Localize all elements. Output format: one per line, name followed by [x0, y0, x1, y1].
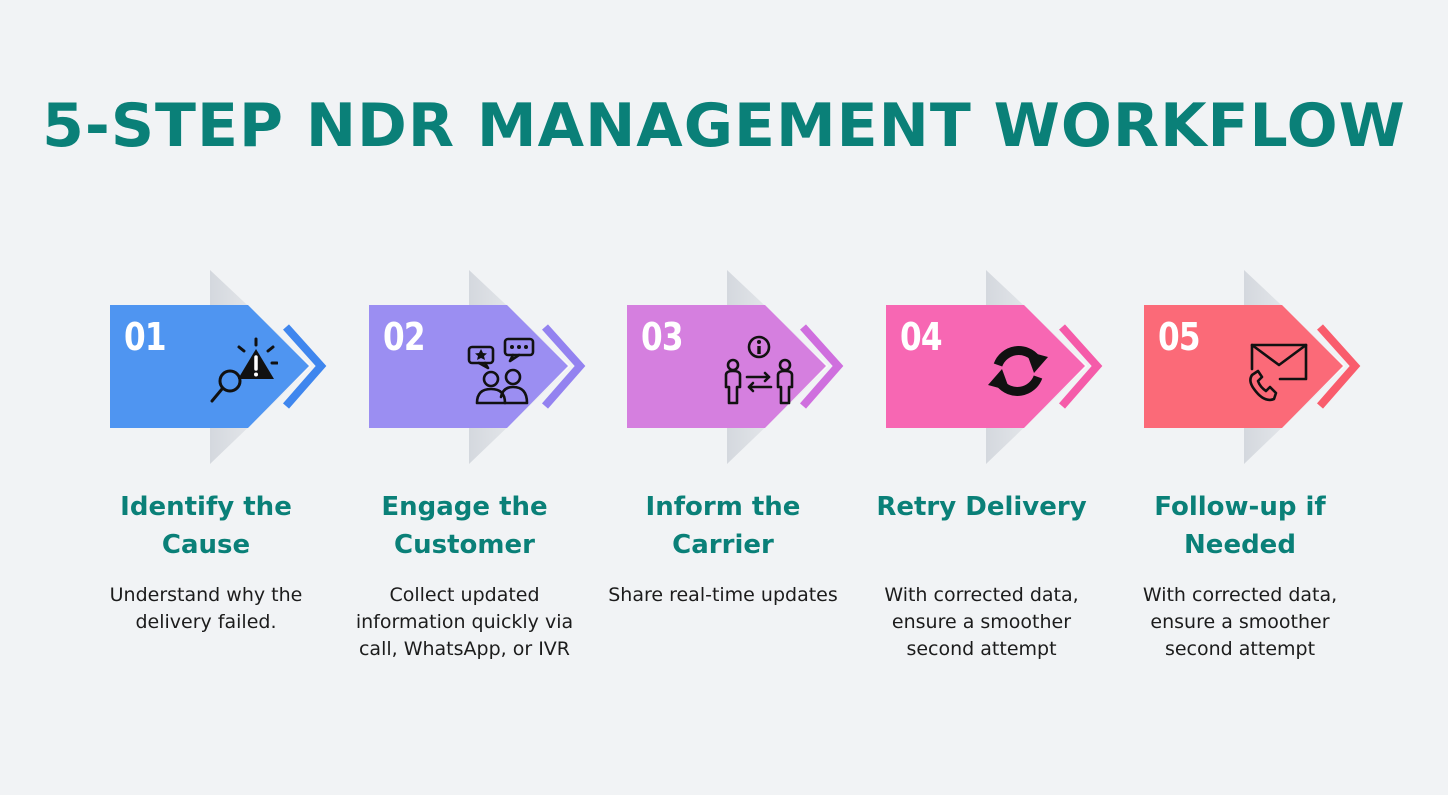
step-title: Inform the Carrier [645, 492, 801, 560]
arrow-body [110, 305, 309, 428]
envelope-phone-icon [1249, 343, 1308, 402]
refresh-icon [987, 346, 1048, 396]
step-number: 04 [899, 315, 943, 359]
chevron-icon [282, 324, 327, 409]
arrow-body [627, 305, 826, 428]
step-arrow [1144, 270, 1361, 464]
step-description: Understand why the delivery failed. [109, 584, 303, 633]
customer-chat-icon [467, 337, 534, 405]
arrow-body [368, 305, 568, 428]
step-arrow [627, 270, 844, 464]
arrow-body [885, 305, 1085, 428]
step-number: 05 [1158, 315, 1201, 359]
step-title: Engage the Customer [381, 492, 548, 560]
step-title: Follow-up if Needed [1154, 492, 1326, 560]
page-title: 5-STEP NDR MANAGEMENT WORKFLOW [42, 91, 1406, 161]
step-description: With corrected data, ensure a smoother s… [884, 584, 1079, 660]
chevron-icon [541, 324, 585, 409]
chevron-icon [799, 324, 844, 409]
search-warning-icon [210, 337, 278, 403]
step-title: Identify the Cause [120, 492, 292, 560]
step-description: Collect updated information quickly via … [355, 584, 574, 660]
step-arrow [368, 270, 585, 464]
step-description: With corrected data, ensure a smoother s… [1142, 584, 1338, 660]
arrow-body [1144, 305, 1343, 428]
step-description: Share real-time updates [608, 584, 838, 606]
chevron-icon [1316, 324, 1361, 409]
step-number: 01 [124, 315, 167, 359]
info-exchange-icon [724, 335, 794, 405]
step-title: Retry Delivery [876, 492, 1087, 522]
step-number: 02 [382, 315, 426, 359]
step-arrow [885, 270, 1102, 464]
chevron-icon [1058, 324, 1102, 409]
step-number: 03 [641, 315, 684, 359]
